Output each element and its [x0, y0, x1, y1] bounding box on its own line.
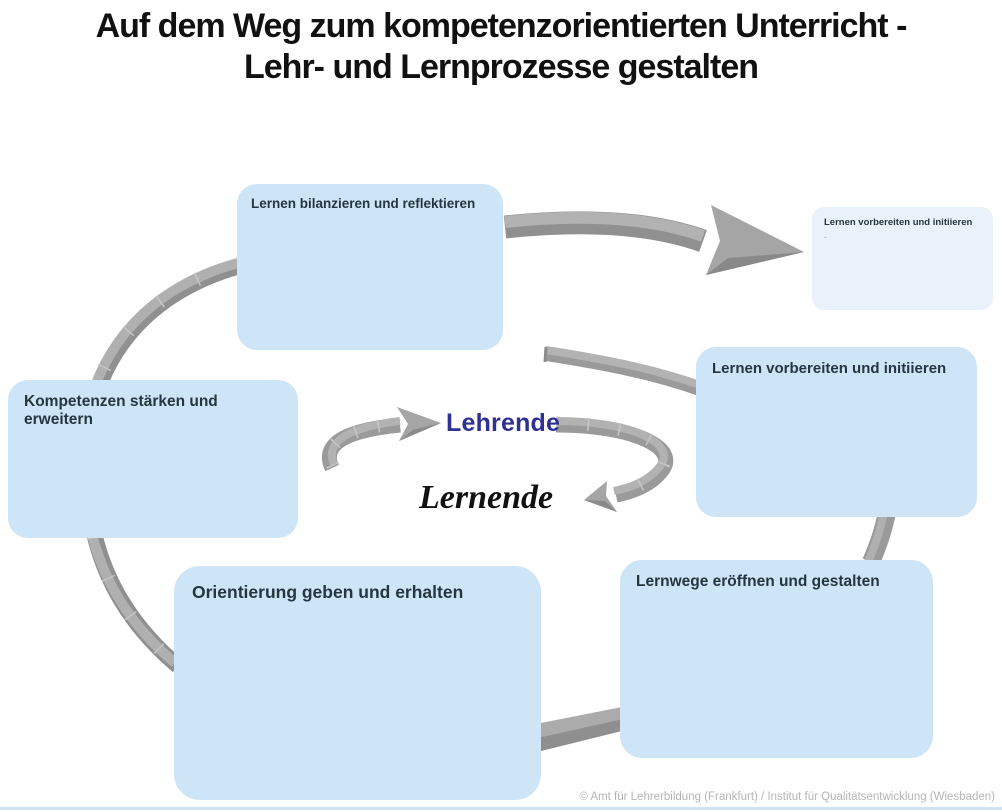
- box-lernen-vorbereiten-small: Lernen vorbereiten und initiieren -: [812, 207, 993, 310]
- learners-label: Lernende: [419, 479, 554, 516]
- copyright-credit: © Amt für Lehrerbildung (Frankfurt) / In…: [579, 791, 995, 803]
- teachers-label: Lehrende: [446, 409, 561, 437]
- box-kompetenzen-staerken: Kompetenzen stärken und erweitern: [8, 380, 298, 538]
- box-lernwege-eroeffnen: Lernwege eröffnen und gestalten: [620, 560, 933, 758]
- box-lernwege-eroeffnen-label: Lernwege eröffnen und gestalten: [636, 573, 880, 590]
- arrow-bilanzieren-to-vorbereiten-icon: [503, 205, 804, 275]
- box-lernen-vorbereiten-small-label: Lernen vorbereiten und initiieren: [824, 217, 973, 228]
- bottom-connector-ribbon-icon: [541, 707, 622, 751]
- box-kompetenzen-staerken-label: Kompetenzen stärken und erweitern: [24, 393, 218, 428]
- box-lernen-vorbereiten-small-note: -: [824, 232, 827, 242]
- box-orientierung-geben-label: Orientierung geben und erhalten: [192, 582, 464, 602]
- box-lernen-bilanzieren: Lernen bilanzieren und reflektieren: [237, 184, 503, 350]
- cycle-arrow-to-lehrende-icon: [321, 407, 441, 472]
- bottom-divider: [0, 807, 1002, 810]
- box-orientierung-geben: Orientierung geben und erhalten: [174, 566, 541, 800]
- box-lernen-vorbereiten-label: Lernen vorbereiten und initiieren: [712, 360, 947, 377]
- cycle-arrow-to-lernende-icon: [555, 416, 674, 512]
- right-connector-arc-icon: [862, 510, 896, 566]
- box-lernen-bilanzieren-label: Lernen bilanzieren und reflektieren: [251, 196, 476, 211]
- page-title-line2: Lehr- und Lernprozesse gestalten: [244, 47, 759, 86]
- page-title: Auf dem Weg zum kompetenzorientierten Un…: [0, 6, 1002, 88]
- page-title-line1: Auf dem Weg zum kompetenzorientierten Un…: [95, 7, 908, 45]
- box-lernen-vorbereiten: Lernen vorbereiten und initiieren: [696, 347, 977, 517]
- vorbereiten-link-arc-icon: [543, 346, 711, 399]
